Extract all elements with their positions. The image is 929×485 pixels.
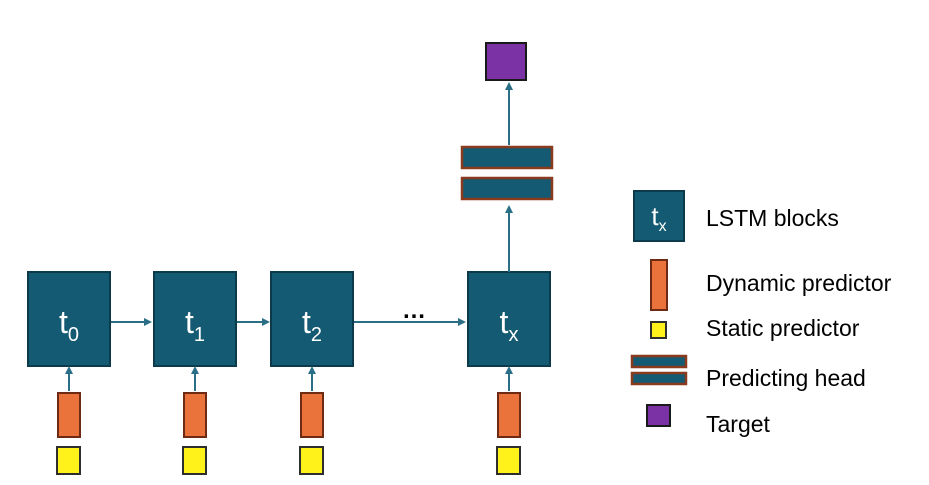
legend-dynamic-icon	[650, 259, 668, 311]
lstm-block-t1: t1	[153, 271, 237, 367]
legend-lstm-icon: tx	[633, 190, 685, 242]
lstm-block-label: t2	[302, 304, 322, 346]
static-predictor-t2	[299, 446, 324, 475]
lstm-block-label: t0	[59, 304, 79, 346]
static-predictor-t0	[56, 446, 81, 475]
target-output	[485, 42, 527, 81]
legend-target-icon	[646, 404, 671, 427]
predicting-head	[460, 145, 554, 201]
legend-head-icon	[630, 354, 688, 386]
lstm-block-tx: tx	[467, 271, 551, 367]
lstm-block-label: t1	[185, 304, 205, 346]
dynamic-predictor-t2	[300, 392, 324, 438]
legend-target-label: Target	[706, 411, 771, 437]
static-predictor-t1	[182, 446, 207, 475]
legend: tx LSTM blocks Dynamic predictor Static …	[630, 190, 892, 437]
ellipsis: …	[402, 297, 426, 324]
dynamic-predictor-t1	[183, 392, 207, 438]
lstm-block-label: tx	[500, 304, 519, 346]
legend-lstm-icon-label: tx	[651, 201, 666, 235]
dynamic-predictor-t0	[57, 392, 81, 438]
legend-head-label: Predicting head	[706, 365, 866, 391]
lstm-block-t2: t2	[270, 271, 354, 367]
lstm-block-t0: t0	[27, 271, 111, 367]
legend-static-label: Static predictor	[706, 315, 860, 341]
dynamic-predictor-tx	[497, 392, 521, 438]
legend-dynamic-label: Dynamic predictor	[706, 270, 892, 296]
legend-lstm-label: LSTM blocks	[706, 205, 839, 231]
legend-static-icon	[650, 321, 667, 339]
static-predictor-tx	[496, 446, 521, 475]
